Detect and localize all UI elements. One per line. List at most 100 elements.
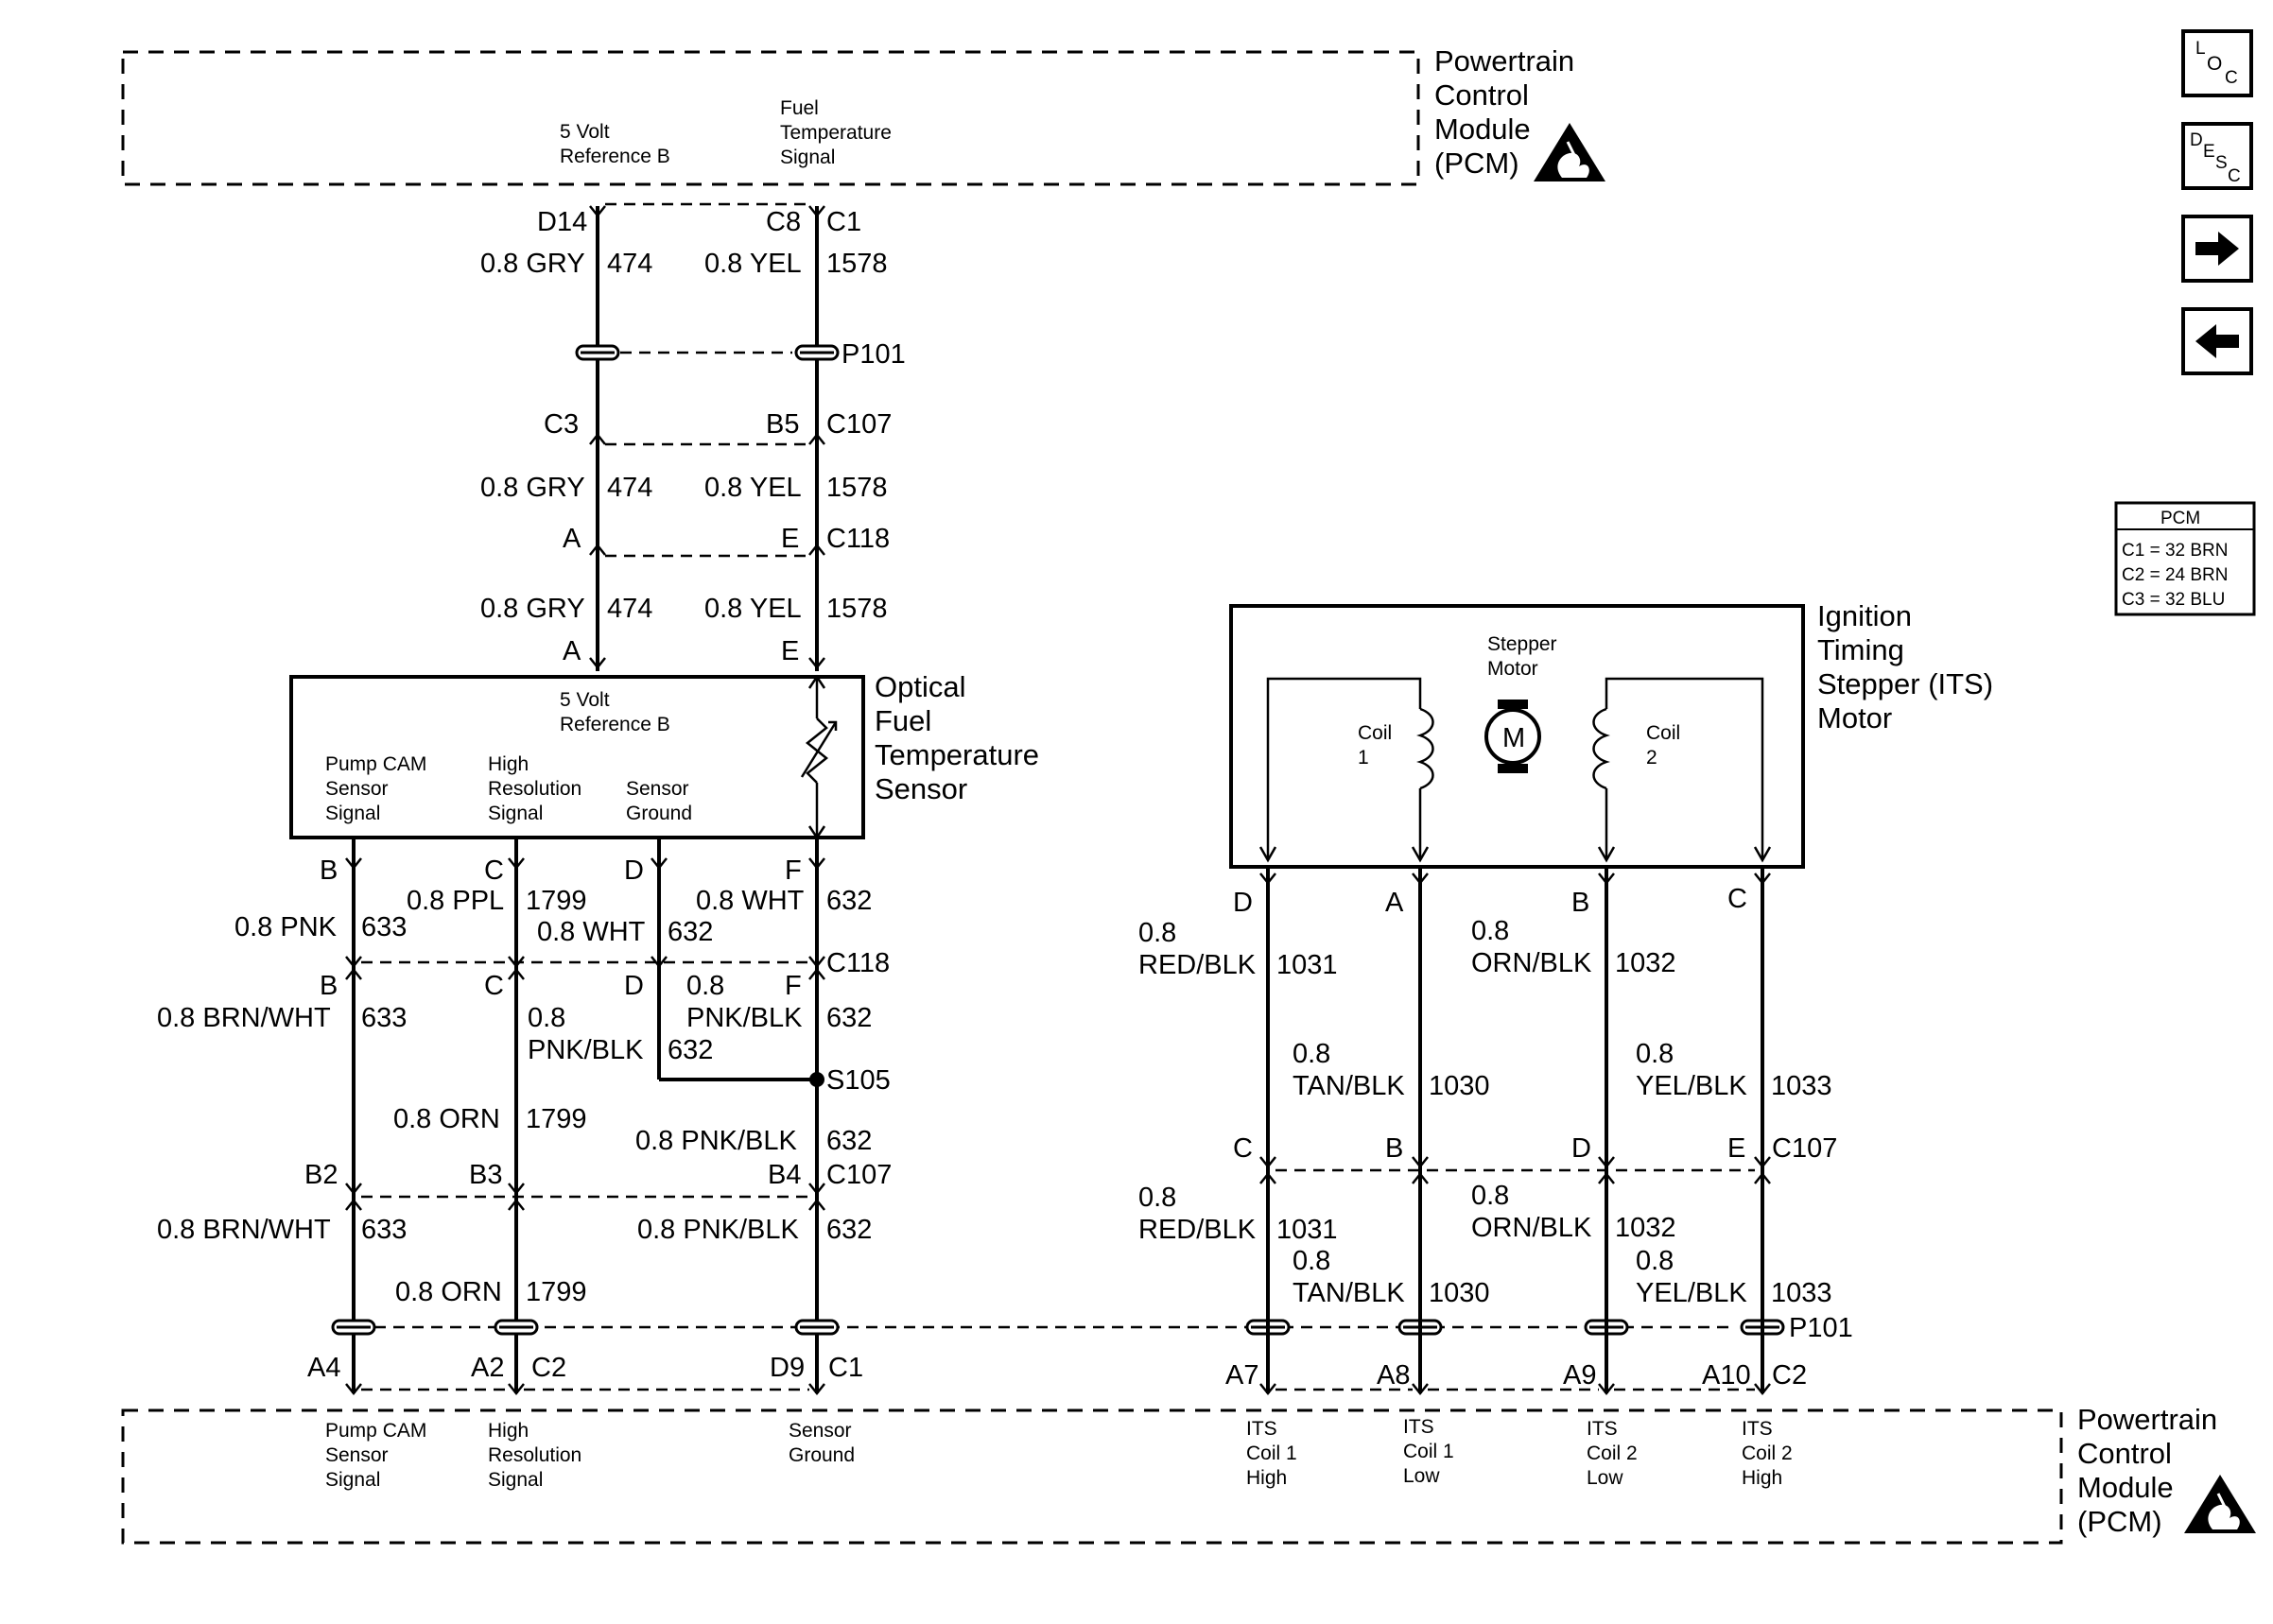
desc-letter-s: S bbox=[2215, 153, 2228, 173]
pcm-pump-cam-label: Pump CAM bbox=[325, 1420, 426, 1442]
pcm-pump-cam-label-3: Signal bbox=[325, 1469, 380, 1491]
loc-letter-l: L bbox=[2195, 39, 2206, 59]
pin-its-b-2: B bbox=[1385, 1133, 1403, 1164]
wire-pnkblk-3-color: 0.8 PNK/BLK bbox=[635, 1126, 798, 1156]
wire-yel-2-num: 1578 bbox=[826, 473, 888, 503]
wire-ornblk-2-num: 1032 bbox=[1615, 1213, 1676, 1243]
esd-warning-icon bbox=[2182, 1473, 2258, 1535]
wire-brnwht-1-num: 633 bbox=[361, 1003, 407, 1033]
pin-its-c-2: C bbox=[1233, 1133, 1253, 1164]
pcm-its-coil1-low-2: Coil 1 bbox=[1403, 1441, 1454, 1462]
wire-yel-1-color: 0.8 YEL bbox=[704, 249, 802, 279]
wire-gry-1-color: 0.8 GRY bbox=[480, 249, 585, 279]
svg-text:5 Volt: 5 Volt bbox=[560, 121, 610, 143]
wire-pnk-color: 0.8 PNK bbox=[234, 912, 338, 942]
pcm-top-fuel-temp-label-3: Signal bbox=[780, 147, 835, 168]
connector-c118-top: C118 bbox=[826, 524, 890, 554]
pin-its-d: D bbox=[1233, 888, 1253, 918]
wire-gry-3-num: 474 bbox=[607, 594, 652, 624]
loc-button[interactable]: L O C bbox=[2181, 29, 2253, 97]
splice-s105 bbox=[809, 1072, 824, 1087]
forward-button[interactable] bbox=[2181, 215, 2253, 283]
pcm-bottom-title-4: (PCM) bbox=[2077, 1505, 2162, 1538]
wire-brnwht-2-num: 633 bbox=[361, 1215, 407, 1245]
wire-gry-2-num: 474 bbox=[607, 473, 652, 503]
wire-redblk-2-color: RED/BLK bbox=[1138, 1215, 1257, 1245]
thermistor-icon bbox=[800, 674, 838, 840]
desc-button[interactable]: D E S C bbox=[2181, 122, 2253, 190]
pcm-high-res-label: High bbox=[488, 1420, 529, 1442]
wire-pnkblk-1-num: 632 bbox=[668, 1035, 713, 1065]
its-stepper-motor: Ignition Timing Stepper (ITS) Motor Step… bbox=[1229, 599, 1993, 869]
wire-tanblk-1-num: 1030 bbox=[1429, 1071, 1490, 1101]
pcm-top-5v-label-2: Reference B bbox=[560, 146, 670, 167]
pcm-its-coil2-low-3: Low bbox=[1587, 1467, 1623, 1489]
wire-yelblk-2-color: YEL/BLK bbox=[1636, 1278, 1747, 1308]
pcm-top-fuel-temp-label-2: Temperature bbox=[780, 122, 892, 144]
pcm-top-title-4: (PCM) bbox=[1434, 147, 1519, 180]
pcm-bottom-title-3: Module bbox=[2077, 1471, 2174, 1504]
arrow-right-icon bbox=[2195, 232, 2239, 266]
legend-row-c1: C1 = 32 BRN bbox=[2122, 541, 2228, 561]
connector-c107-lower: C107 bbox=[826, 1160, 892, 1190]
pin-d-c118: D bbox=[624, 971, 644, 1001]
loc-letter-c: C bbox=[2225, 68, 2238, 88]
svg-text:Fuel: Fuel bbox=[780, 97, 819, 119]
pin-a-1: A bbox=[563, 524, 581, 554]
pin-its-b: B bbox=[1571, 888, 1589, 918]
wire-orn-1-color: 0.8 ORN bbox=[393, 1104, 500, 1134]
esd-warning-icon bbox=[1532, 121, 1607, 183]
wire-gry-2-color: 0.8 GRY bbox=[480, 473, 585, 503]
pin-a9: A9 bbox=[1563, 1360, 1596, 1391]
svg-text:Temperature: Temperature bbox=[780, 122, 892, 144]
wire-tanblk-2-color: TAN/BLK bbox=[1293, 1278, 1405, 1308]
sensor-ref-label: 5 Volt bbox=[560, 689, 610, 711]
wire-pnk-num: 633 bbox=[361, 912, 407, 942]
pin-c2-its: C2 bbox=[1772, 1360, 1807, 1391]
pin-a10: A10 bbox=[1702, 1360, 1751, 1391]
desc-letter-c: C bbox=[2228, 166, 2241, 186]
wire-redblk-1-num: 1031 bbox=[1276, 950, 1338, 980]
sensor-ground-label-2: Ground bbox=[626, 803, 692, 824]
pcm-connector-legend: PCM C1 = 32 BRN C2 = 24 BRN C3 = 32 BLU bbox=[2114, 501, 2256, 616]
pin-a7: A7 bbox=[1225, 1360, 1258, 1391]
pcm-high-res-label-2: Resolution bbox=[488, 1444, 581, 1466]
pcm-bottom-title-1: Powertrain bbox=[2077, 1403, 2217, 1436]
its-coil2-label-2: 2 bbox=[1646, 747, 1657, 769]
sensor-lower-wiring: B C D F 0.8 PNK 633 0.8 PPL 1799 0.8 WHT… bbox=[157, 838, 892, 1395]
wire-orn-1-num: 1799 bbox=[526, 1104, 587, 1134]
wire-redblk-1-size: 0.8 bbox=[1138, 918, 1176, 948]
its-stepper-label-2: Motor bbox=[1487, 658, 1538, 680]
pcm-its-coil1-high-3: High bbox=[1246, 1467, 1287, 1489]
pin-b4: B4 bbox=[768, 1160, 801, 1190]
pcm-its-coil1-low-3: Low bbox=[1403, 1465, 1440, 1487]
wire-pnkblk-4-num: 632 bbox=[826, 1215, 872, 1245]
desc-letter-e: E bbox=[2203, 142, 2215, 162]
pcm-pump-cam-label-2: Sensor bbox=[325, 1444, 389, 1466]
pin-b5: B5 bbox=[766, 409, 799, 440]
sensor-title-2: Fuel bbox=[875, 704, 931, 737]
svg-text:Signal: Signal bbox=[780, 147, 835, 168]
motor-icon: M bbox=[1484, 700, 1541, 773]
connector-p101: P101 bbox=[842, 339, 906, 370]
connector-c118-lower: C118 bbox=[826, 948, 890, 978]
pin-e-2: E bbox=[781, 636, 799, 666]
wire-tanblk-2-size: 0.8 bbox=[1293, 1246, 1330, 1276]
legend-row-c2: C2 = 24 BRN bbox=[2122, 565, 2228, 585]
pcm-top-title-1: Powertrain bbox=[1434, 44, 1574, 78]
wire-gry-3-color: 0.8 GRY bbox=[480, 594, 585, 624]
pin-f-c118: F bbox=[785, 971, 802, 1001]
sensor-pump-cam-label-2: Sensor bbox=[325, 778, 389, 800]
pcm-top-fuel-temp-label: Fuel bbox=[780, 97, 819, 119]
its-wiring: D A B C 0.8 RED/BLK 1031 0.8 ORN/BLK 103… bbox=[1138, 867, 1837, 1395]
wire-pnkblk-2-num: 632 bbox=[826, 1003, 872, 1033]
pcm-its-coil1-low: ITS bbox=[1403, 1416, 1434, 1438]
sensor-title-3: Temperature bbox=[875, 738, 1039, 771]
wire-yel-3-num: 1578 bbox=[826, 594, 888, 624]
svg-text:Reference B: Reference B bbox=[560, 146, 670, 167]
back-button[interactable] bbox=[2181, 307, 2253, 375]
pcm-bottom-module: Pump CAM Sensor Signal High Resolution S… bbox=[121, 1403, 2258, 1545]
wire-ornblk-2-size: 0.8 bbox=[1471, 1181, 1509, 1211]
wire-pnkblk-3-num: 632 bbox=[826, 1126, 872, 1156]
